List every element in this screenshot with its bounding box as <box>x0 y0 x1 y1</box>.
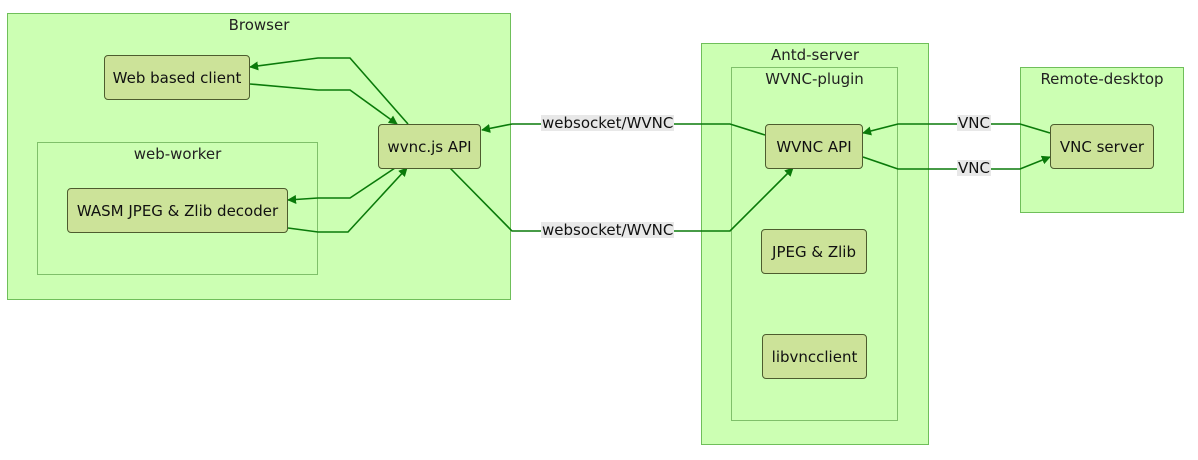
wvnc-plugin-cluster-label: WVNC-plugin <box>765 70 864 88</box>
node-libvncclient: libvncclient <box>762 334 867 379</box>
edge-label-websocket-top: websocket/WVNC <box>541 114 675 132</box>
edge-api-to-client <box>249 57 409 125</box>
edge-label-websocket-bottom: websocket/WVNC <box>541 221 675 239</box>
edge-client-to-api <box>249 83 398 125</box>
edge-decoder-to-api <box>287 167 408 233</box>
remote-desktop-cluster-label: Remote-desktop <box>1040 70 1164 88</box>
edge-label-vnc-top: VNC <box>957 114 991 132</box>
node-wvnc-api: WVNC API <box>765 124 863 169</box>
edge-label-vnc-bottom: VNC <box>957 159 991 177</box>
node-vnc-server: VNC server <box>1050 124 1154 169</box>
web-worker-cluster-label: web-worker <box>133 145 222 163</box>
edge-api-to-decoder <box>287 167 396 204</box>
node-wvncjs-api: wvnc.js API <box>378 124 481 169</box>
node-wasm-decoder: WASM JPEG & Zlib decoder <box>67 188 288 233</box>
antd-server-cluster-label: Antd-server <box>770 46 860 64</box>
node-web-based-client: Web based client <box>104 55 250 100</box>
node-jpeg-zlib: JPEG & Zlib <box>761 229 867 274</box>
browser-cluster-label: Browser <box>228 16 290 34</box>
